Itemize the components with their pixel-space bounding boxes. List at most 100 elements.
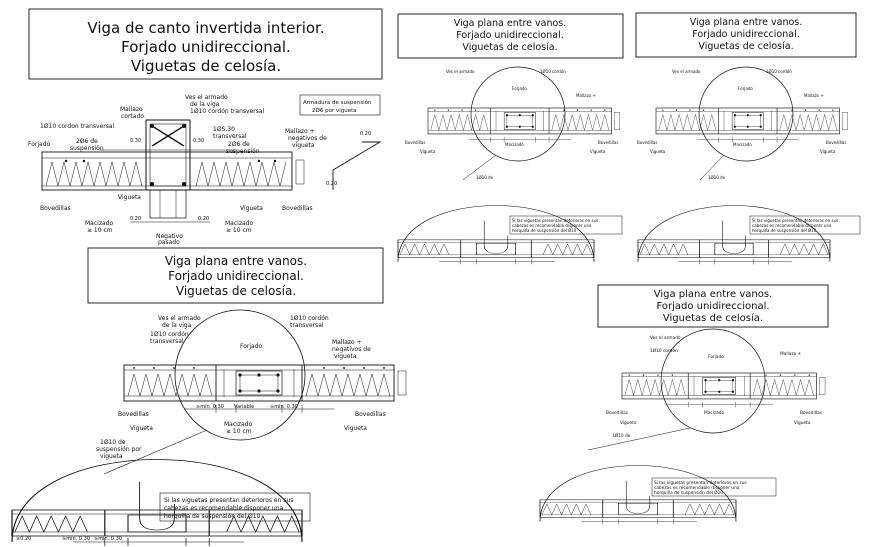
- label-mallazo-mas: Mallazo +: [285, 128, 315, 135]
- label-forjado: Forjado: [708, 354, 724, 360]
- note-line-3: horquilla de suspensión del Ø10: [512, 228, 577, 233]
- label-vigueta-l: Vigueta: [130, 425, 153, 432]
- label-transversal-r: transversal: [290, 322, 324, 329]
- slab-section: [427, 107, 621, 143]
- detail-4-labels: Si las viguetas presentan deterioros en …: [606, 335, 823, 496]
- label-vigueta-r: Vigueta: [820, 149, 836, 154]
- title-line-2: Forjado unidireccional.: [692, 29, 799, 40]
- dim-3: ≥mín. 0.30: [94, 535, 122, 542]
- label-cordon: 1Ø10 cordón: [650, 347, 678, 354]
- label-vigueta-l: Vigueta: [118, 194, 141, 201]
- label-negativo: Negativo: [156, 233, 183, 240]
- label-vigueta2: vigueta: [100, 453, 123, 460]
- slab-section: [123, 364, 407, 414]
- title-line-1: Viga plana entre vanos.: [165, 254, 307, 268]
- label-vigueta-l: Vigueta: [650, 149, 666, 154]
- label-forjado: Forjado: [738, 86, 753, 91]
- label-ves-armado: Ves el armado: [446, 69, 475, 74]
- label-suspension-r: suspensión: [226, 148, 260, 155]
- label-ves-armado: Ves el armado: [672, 69, 701, 74]
- label-bovedillas-r: Bovedillas: [800, 410, 823, 416]
- slab-section: [621, 372, 826, 408]
- dim-020-a: 0.20: [360, 131, 371, 137]
- dim-6: ≥mín. 0.30: [270, 403, 298, 410]
- detail-viga-plana-3: Viga plana entre vanos. Forjado unidirec…: [635, 12, 861, 265]
- label-macizado: Macizado: [224, 421, 252, 428]
- title-line-3: Viguetas de celosía.: [698, 41, 793, 52]
- dim-020-r: 0.20: [198, 216, 209, 222]
- note-line-3: horquilla de suspensión del Ø10: [164, 513, 261, 520]
- title-line-3: Viguetas de celosía.: [131, 57, 281, 75]
- viga-plana-1-dims: ≥0.20 ≥mín. 0.30 ≥mín. 0.30 ≥mín. 0.30 V…: [16, 403, 298, 542]
- label-vigueta: vigueta: [334, 353, 357, 360]
- label-mallazo-mas: Mallazo +: [576, 93, 596, 98]
- label-ze6-de-r: 2Ø6 de: [228, 141, 250, 148]
- title-line-3: Viguetas de celosía.: [462, 42, 557, 53]
- label-vigueta-r: Vigueta: [240, 205, 263, 212]
- suspension-bar-sketch: Armadura de suspensión 2Ø6 por vigueta 0…: [299, 94, 382, 190]
- note-line-3: horquilla de suspensión del Ø10: [654, 489, 723, 496]
- label-ves-armado: Ves el armado: [158, 315, 201, 322]
- dim-020-b: 0.20: [326, 181, 337, 187]
- label-vigueta-r: Vigueta: [794, 420, 811, 426]
- label-bovedillas-l: Bovedillas: [637, 140, 657, 145]
- detail-viga-plana-2: Viga plana entre vanos. Forjado unidirec…: [397, 13, 624, 265]
- label-forjado: Forjado: [512, 86, 527, 91]
- label-ves-armado: Ves el armado: [185, 94, 228, 101]
- title-line-2: Forjado unidireccional.: [656, 301, 769, 312]
- label-macizado: Macizado: [704, 410, 725, 416]
- label-vigueta-r: Vigueta: [590, 149, 606, 154]
- label-bovedillas-r: Bovedillas: [355, 411, 386, 418]
- viga-plana-1-labels: Ves el armado de la viga 1Ø10 cordón tra…: [96, 315, 386, 520]
- label-forjado: Forjado: [28, 141, 51, 148]
- detail-3-labels: Si las viguetas presentan deterioros en …: [637, 69, 846, 233]
- label-d-de: 1Ø10 de: [612, 432, 631, 439]
- detail-viga-canto: Viga de canto invertida interior. Forjad…: [28, 8, 383, 246]
- note-line-1: Si las viguetas presentan deterioros en …: [752, 218, 838, 223]
- dim-020-l: 0.20: [130, 216, 141, 222]
- suspension-detail: [397, 205, 595, 265]
- label-susp-por: suspensión por: [96, 446, 142, 453]
- label-10cm-l: ≥ 10 cm: [87, 227, 113, 234]
- label-de-la-viga: de la viga: [162, 322, 192, 329]
- title-line-3: Viguetas de celosía.: [176, 284, 296, 298]
- note-line-3: horquilla de suspensión del Ø10: [752, 228, 817, 233]
- label-forjado: Forjado: [240, 343, 263, 350]
- detail-circle: [698, 66, 794, 162]
- dim-1: ≥0.20: [16, 536, 31, 542]
- label-10cm-r: ≥ 10 cm: [226, 227, 252, 234]
- detail-circle: [470, 66, 566, 162]
- dim-030-r: 0.30: [193, 138, 204, 144]
- label-transversal: transversal: [213, 133, 247, 140]
- label-d-de: 1Ø10 de: [708, 175, 726, 180]
- dim-2: ≥mín. 0.30: [62, 535, 90, 542]
- detail-2-labels: Si las viguetas presentan deterioros en …: [405, 69, 618, 233]
- title-line-1: Viga plana entre vanos.: [454, 18, 567, 29]
- title-line-2: Forjado unidireccional.: [168, 269, 304, 283]
- label-bovedillas-l: Bovedillas: [118, 411, 149, 418]
- label-mallazo-mas: Mallazo +: [780, 351, 802, 357]
- label-transversal-l: transversal: [150, 338, 184, 345]
- label-d-de: 1Ø10 de: [100, 439, 126, 446]
- detail-circle: [174, 309, 306, 441]
- note-line-1: Si las viguetas presentan deterioros en …: [164, 497, 293, 504]
- note-line-2: cabezas es recomendable disponer una: [752, 223, 832, 228]
- label-bovedillas-l: Bovedillas: [405, 140, 425, 145]
- note-line-2: cabezas es recomendable disponer una: [654, 485, 740, 491]
- label-cordon-b: 1Ø10 cordón transversal: [190, 108, 265, 115]
- title-box: [597, 284, 829, 328]
- dim-030-l: 0.30: [130, 138, 141, 144]
- label-macizado: Macizado: [733, 142, 752, 147]
- slab-section: [655, 107, 849, 143]
- detail-viga-plana-1: Viga plana entre vanos. Forjado unidirec…: [11, 247, 407, 547]
- label-macizado: Macizado: [505, 142, 524, 147]
- label-mallazo-mas: Mallazo +: [804, 93, 824, 98]
- label-cordon-r: 1Ø10 cordón: [290, 315, 329, 322]
- label-ze6-de-l: 2Ø6 de: [76, 138, 98, 145]
- armadura-label-2: 2Ø6 por vigueta: [312, 107, 357, 114]
- note-line-1: Si las viguetas presentan deterioros en …: [512, 218, 598, 223]
- label-bovedillas-l: Bovedillas: [40, 205, 71, 212]
- label-macizado-l: Macizado: [85, 220, 113, 227]
- label-10cm: ≥ 10 cm: [226, 428, 252, 435]
